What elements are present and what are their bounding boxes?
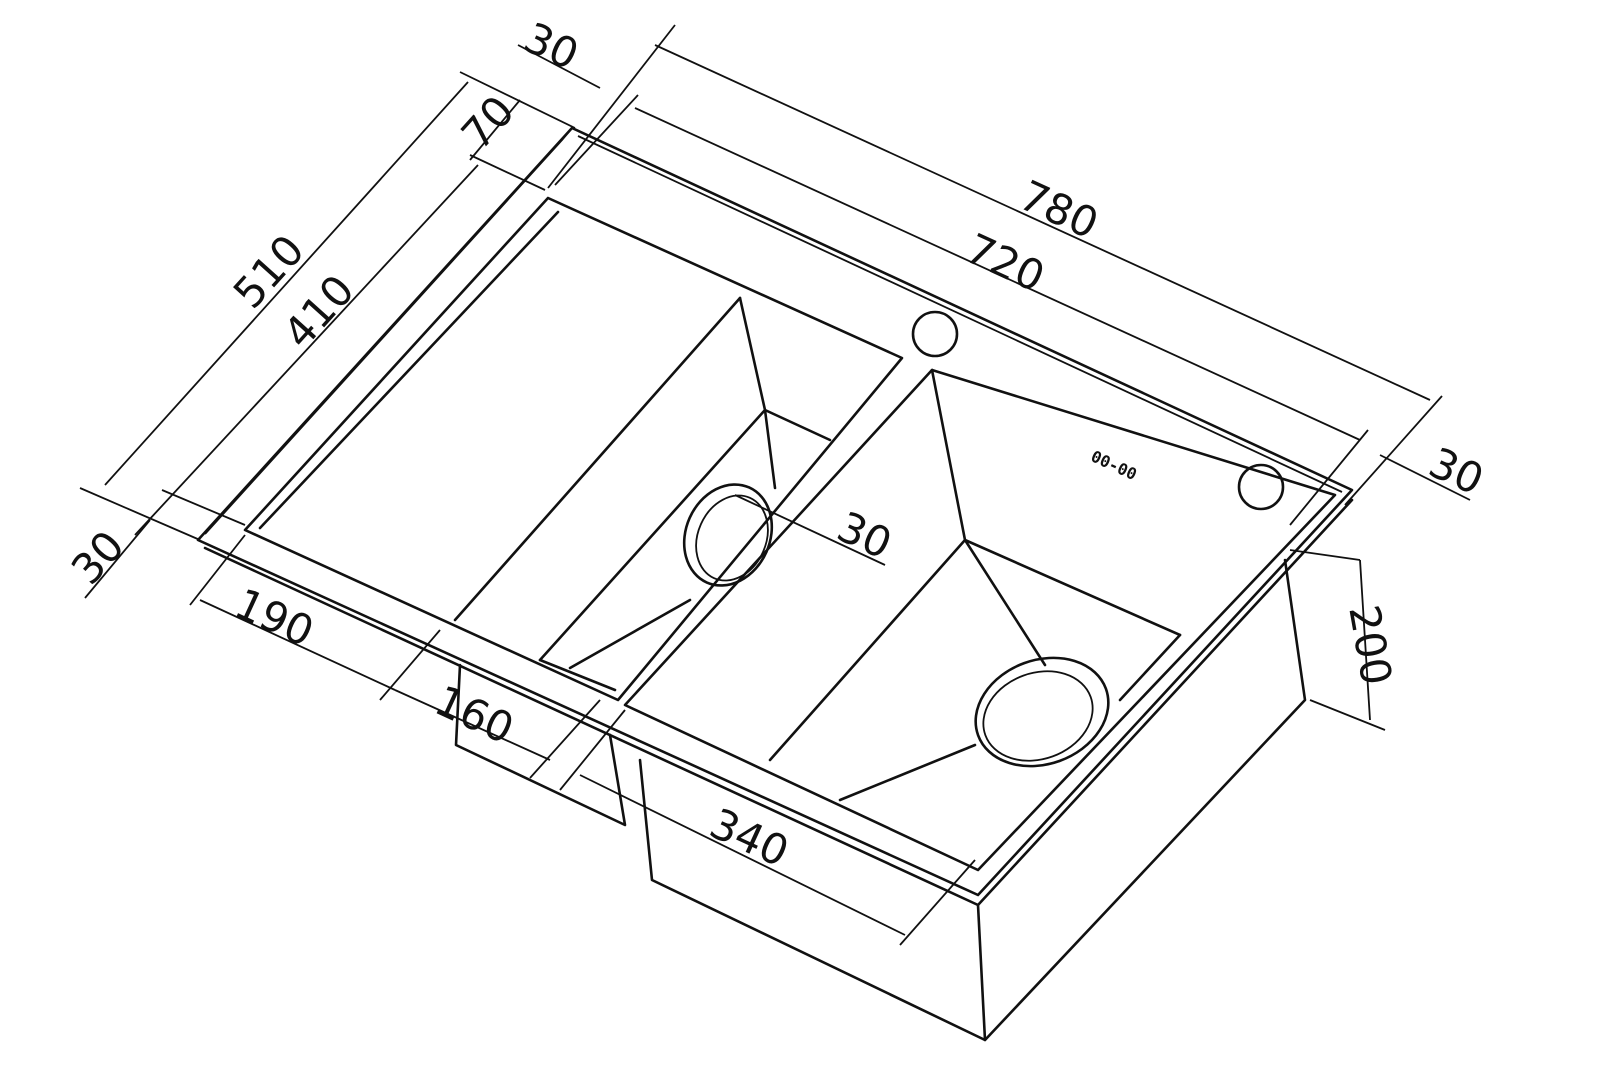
dim-30-top: 30 [517, 13, 586, 80]
dim-30-left: 30 [62, 521, 134, 594]
dim-780: 780 [1012, 171, 1105, 249]
dimension-lines [79, 24, 1471, 946]
dim-30-divider: 30 [830, 502, 899, 569]
tap-hole-left [911, 310, 959, 358]
sink-rim [196, 126, 1354, 907]
sink-body [454, 558, 1307, 1042]
right-bowl: 00-00 [623, 368, 1337, 872]
dim-30-right: 30 [1422, 438, 1491, 505]
dim-200: 200 [1339, 601, 1401, 688]
dim-340: 340 [703, 799, 796, 877]
tap-hole-right [1237, 463, 1285, 511]
left-bowl [243, 196, 904, 702]
dim-720: 720 [959, 224, 1052, 302]
model-marking: 00-00 [1088, 447, 1140, 484]
